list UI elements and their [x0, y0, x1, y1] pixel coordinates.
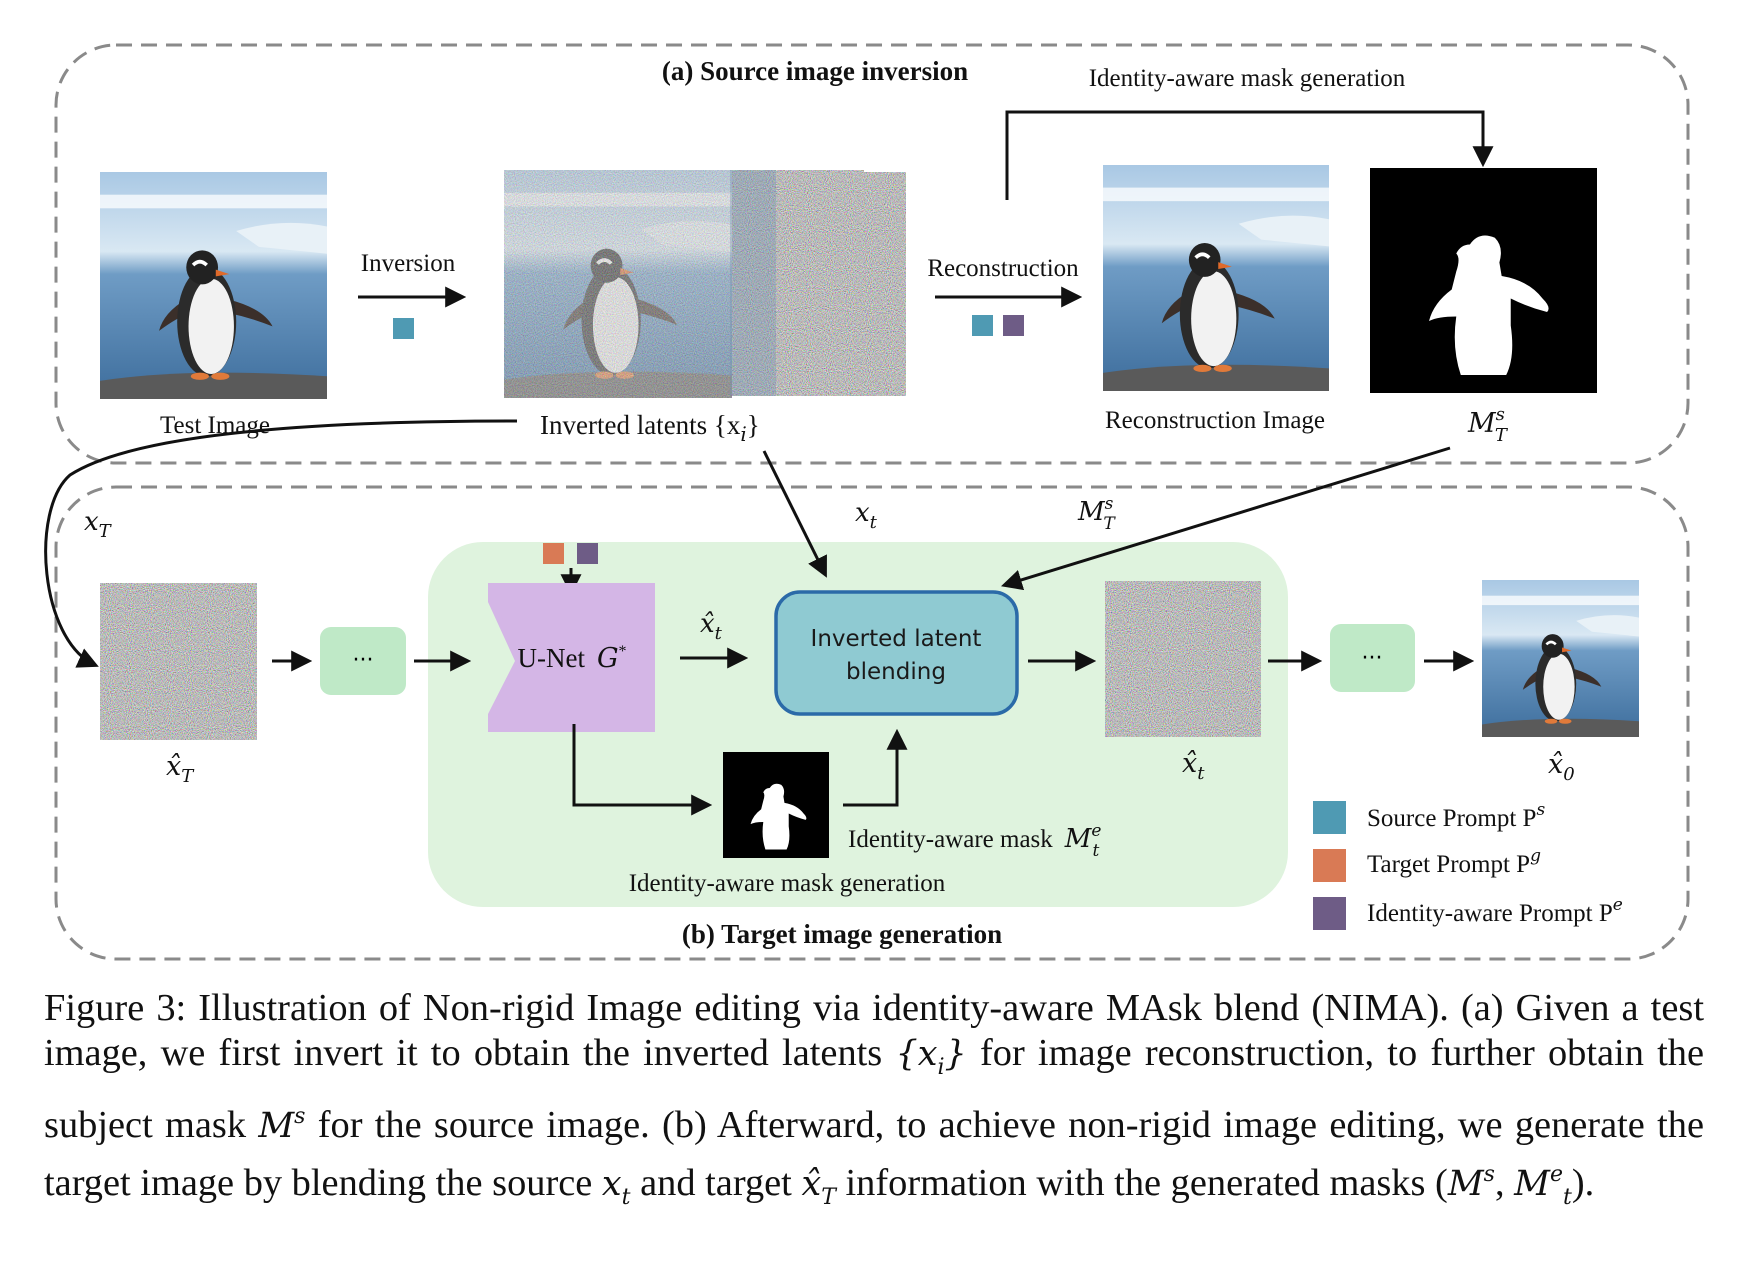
- legend-swatch-source: [1313, 801, 1346, 834]
- hat-xt-output-latent: [1105, 581, 1261, 737]
- blend-label-line2: blending: [846, 659, 946, 685]
- xt-label: xt: [855, 498, 878, 533]
- hat-xt-out-label: x̂t: [1182, 748, 1205, 784]
- noisy-latent-xT: [100, 583, 257, 740]
- svg-text:x̂t: x̂t: [700, 609, 723, 644]
- ellipsis-step-2: [1330, 624, 1415, 692]
- mask-arrow: [1000, 446, 1451, 591]
- hat-xt-mid-label: x̂t: [700, 609, 723, 644]
- svg-text:x̂t: x̂t: [1182, 748, 1205, 784]
- inversion-label: Inversion: [361, 250, 456, 277]
- blend-label-line1: Inverted latent: [811, 626, 982, 652]
- source-prompt-token: [393, 318, 414, 339]
- inverted-latents-label: Inverted latents {xi}: [540, 410, 760, 446]
- mask-generation-arrow-top: [1005, 110, 1494, 200]
- svg-text:Inverted latents {xi}: Inverted latents {xi}: [540, 410, 760, 446]
- legend: Source Prompt Ps Target Prompt Pg Identi…: [1313, 800, 1623, 930]
- source-mask-image: [1370, 168, 1597, 393]
- mask-generation-label-top: Identity-aware mask generation: [1089, 65, 1406, 92]
- identity-prompt-token: [577, 543, 598, 564]
- figure-caption: Figure 3: Illustration of Non-rigid Imag…: [44, 987, 1704, 1210]
- legend-item-target: Target Prompt Pg: [1367, 846, 1541, 878]
- panel-a-title: (a) Source image inversion: [662, 56, 968, 86]
- legend-swatch-target: [1313, 849, 1346, 882]
- hat-xT-label: x̂T: [166, 751, 195, 787]
- svg-text:MsT: MsT: [1077, 494, 1116, 534]
- svg-text:x̂T: x̂T: [166, 751, 195, 787]
- legend-swatch-identity: [1313, 897, 1346, 930]
- unet-to-mask-arrow: [572, 724, 713, 816]
- panel-a-frame: [54, 43, 1690, 465]
- ellipsis-step-1: [320, 627, 406, 695]
- unet-shape: [488, 583, 655, 732]
- inverted-latents-stack: [504, 170, 906, 398]
- ellipsis-1-label: ···: [353, 648, 374, 673]
- xT-arrow: [44, 419, 518, 668]
- mask-to-blend-arrow: [843, 728, 908, 807]
- mask-generation-label-bottom: Identity-aware mask generation: [629, 870, 946, 897]
- figure-diagram: (a) Source image inversion (b) Target im…: [44, 43, 1690, 961]
- identity-prompt-token: [1003, 315, 1024, 336]
- source-prompt-token: [972, 315, 993, 336]
- identity-mask-image: [723, 752, 829, 858]
- legend-item-identity: Identity-aware Prompt Pe: [1367, 895, 1623, 927]
- hat-x0-label: x̂0: [1548, 749, 1575, 785]
- panel-b-frame: [54, 485, 1690, 961]
- legend-item-source: Source Prompt Ps: [1367, 800, 1545, 832]
- test-image: [100, 172, 327, 399]
- xT-label: xT: [84, 507, 113, 542]
- svg-text:x̂0: x̂0: [1548, 749, 1575, 785]
- reconstruction-image-label: Reconstruction Image: [1105, 407, 1325, 434]
- svg-text:xT: xT: [84, 507, 113, 542]
- svg-text:MsT: MsT: [1467, 404, 1509, 446]
- target-prompt-token: [543, 543, 564, 564]
- xt-arrow: [762, 450, 827, 578]
- panel-b-title: (b) Target image generation: [682, 919, 1002, 949]
- result-image: [1482, 580, 1639, 737]
- inverted-latent-blending-box: [774, 590, 1019, 716]
- ellipsis-2-label: ···: [1362, 646, 1383, 671]
- reconstruction-image: [1103, 165, 1329, 391]
- svg-text:xt: xt: [855, 498, 878, 533]
- reconstruction-label: Reconstruction: [927, 255, 1079, 282]
